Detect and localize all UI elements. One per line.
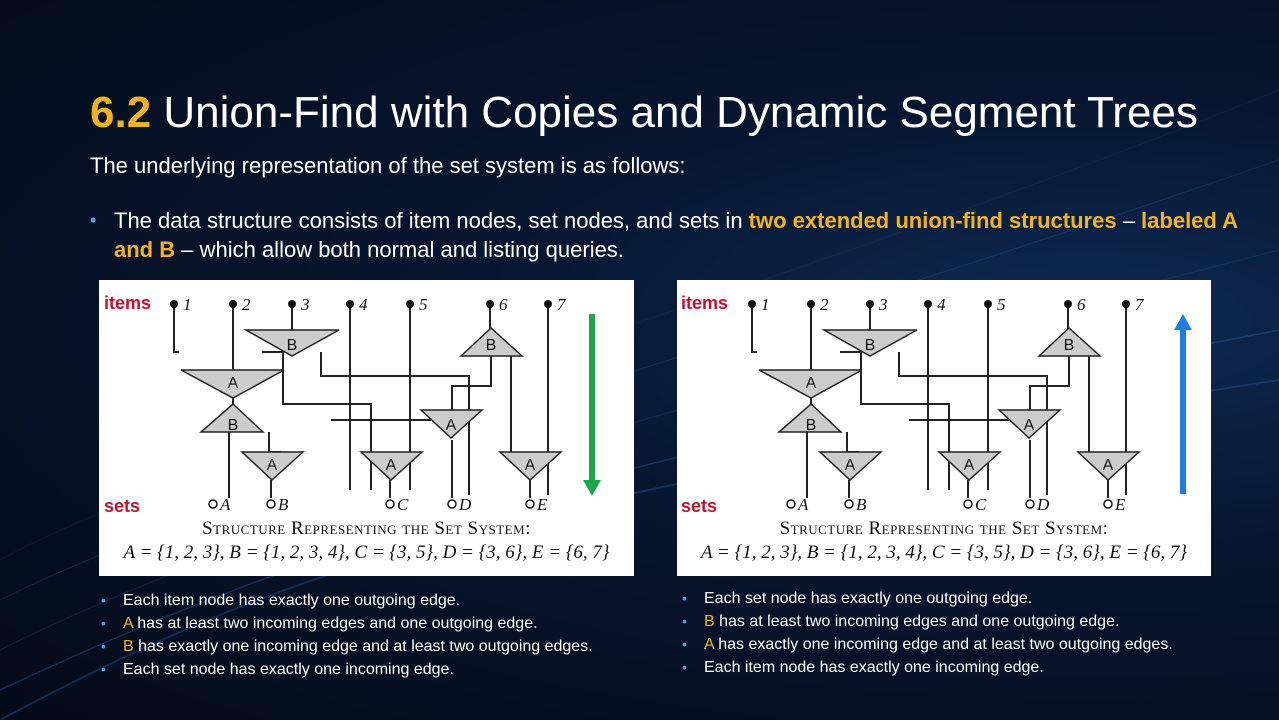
svg-text:B: B [228,417,239,434]
svg-text:B: B [806,417,817,434]
note-text: has exactly one incoming edge and at lea… [133,638,593,655]
note-text: has exactly one incoming edge and at lea… [713,636,1173,653]
item-number-3: 3 [878,295,888,314]
note-key: B [123,638,134,655]
item-number-1: 1 [183,295,192,314]
item-number-6: 6 [499,295,508,314]
item-number-7: 7 [557,295,567,314]
union-find-node-triangles [758,326,1141,482]
right-notes-list: • Each set node has exactly one outgoing … [680,587,1240,679]
note-text: has at least two incoming edges and one … [714,613,1120,630]
svg-text:A: A [386,457,397,474]
note-key: B [704,613,715,630]
bullet-dot-icon: • [682,636,687,652]
figure-caption: Structure Representing the Set System: [779,518,1109,539]
note-item: • Each item node has exactly one incoming… [680,656,1240,679]
right-figure-panel: B A B A A A B A 1 2 3 4 5 6 7 A B C D E items sets… [677,280,1211,576]
set-letter-B: B [856,495,867,514]
left-structure-diagram: B A B A A A B A 1 2 3 4 5 6 7 A B C D E [170,295,601,514]
sets-label: sets [681,496,718,516]
sets-label: sets [104,496,141,516]
note-item: • B has at least two incoming edges and o… [680,610,1240,633]
svg-text:A: A [525,457,536,474]
note-text: has at least two incoming edges and one … [132,615,538,632]
note-item: • Each set node has exactly one incoming … [99,658,649,681]
main-bullet-part2: – [1116,208,1142,233]
main-bullet-part3: – which allow both normal and listing qu… [175,237,624,262]
item-number-5: 5 [419,295,428,314]
svg-text:A: A [1103,457,1114,474]
items-label: items [681,293,729,313]
bullet-dot-icon: • [682,613,687,629]
note-text: Each item node has exactly one outgoing … [123,592,461,609]
note-item: • Each set node has exactly one outgoing … [680,587,1240,610]
note-key: A [123,615,133,632]
bullet-dot-icon: • [90,210,97,230]
main-bullet: • The data structure consists of item no… [90,206,1260,264]
bullet-dot-icon: • [101,661,106,677]
svg-text:B: B [287,337,298,354]
bullet-dot-icon: • [682,659,687,675]
set-letter-D: D [1036,495,1050,514]
main-bullet-highlight1: two extended union-find structures [748,208,1117,233]
set-letter-D: D [458,495,472,514]
set-letter-B: B [278,495,289,514]
bullet-dot-icon: • [101,615,106,631]
figure-sets-definition: A = {1, 2, 3}, B = {1, 2, 3, 4}, C = {3,… [123,542,610,563]
item-number-4: 4 [937,295,946,314]
svg-text:A: A [267,457,278,474]
figure-caption: Structure Representing the Set System: [202,518,531,539]
bullet-dot-icon: • [101,592,106,608]
item-number-2: 2 [242,295,251,314]
svg-text:A: A [228,375,239,392]
slide-title: 6.2 Union-Find with Copies and Dynamic S… [90,88,1198,138]
down-arrow-head-icon [583,480,601,496]
set-letter-C: C [975,495,987,514]
note-item: • A has at least two incoming edges and o… [99,612,649,635]
item-number-6: 6 [1077,295,1086,314]
main-bullet-part1: The data structure consists of item node… [114,208,749,233]
bullet-dot-icon: • [682,590,687,606]
svg-text:A: A [446,417,457,434]
set-letter-A: A [219,495,231,514]
item-number-7: 7 [1135,295,1145,314]
main-bullet-text: The data structure consists of item node… [90,206,1260,264]
svg-text:A: A [1024,417,1035,434]
note-text: Each set node has exactly one incoming e… [123,661,454,678]
note-text: Each item node has exactly one incoming … [704,659,1044,676]
note-item: • Each item node has exactly one outgoing… [99,589,649,612]
svg-text:B: B [1064,337,1075,354]
main-bullet-highlight2: labeled A and B [114,208,1238,262]
item-number-2: 2 [820,295,829,314]
svg-text:A: A [806,375,817,392]
set-letter-C: C [397,495,409,514]
set-letter-A: A [797,495,809,514]
svg-text:A: A [964,457,975,474]
note-key: A [704,636,714,653]
item-number-4: 4 [359,295,368,314]
set-letter-E: E [1114,495,1126,514]
note-item: • B has exactly one incoming edge and at … [99,635,649,658]
left-notes-list: • Each item node has exactly one outgoing… [99,589,649,681]
item-number-3: 3 [300,295,310,314]
section-number: 6.2 [90,88,152,137]
item-number-5: 5 [997,295,1006,314]
svg-text:A: A [845,457,856,474]
right-structure-diagram: B A B A A A B A 1 2 3 4 5 6 7 A B C D E [748,295,1192,514]
svg-text:B: B [865,337,876,354]
title-text: Union-Find with Copies and Dynamic Segme… [163,88,1198,137]
item-number-1: 1 [761,295,770,314]
items-label: items [104,293,152,313]
note-text: Each set node has exactly one outgoing e… [704,590,1033,607]
figure-sets-definition: A = {1, 2, 3}, B = {1, 2, 3, 4}, C = {3,… [701,542,1187,563]
slide-subtitle: The underlying representation of the set… [90,153,686,178]
note-item: • A has exactly one incoming edge and at … [680,633,1240,656]
set-letter-E: E [536,495,548,514]
up-arrow-head-icon [1174,314,1192,330]
bullet-dot-icon: • [101,638,106,654]
svg-text:B: B [486,337,497,354]
left-figure-panel: B A B A A A B A 1 2 3 4 5 6 7 A B C D E items sets… [99,280,634,576]
union-find-node-triangles [180,326,563,482]
